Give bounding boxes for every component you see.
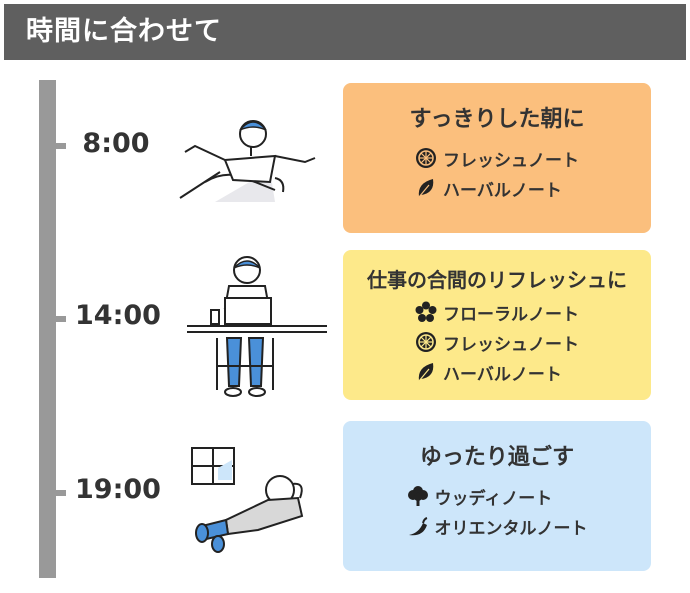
- timeline-bar: [39, 80, 56, 578]
- timeline-tick-midday: [56, 316, 66, 322]
- time-label-midday: 14:00: [75, 300, 161, 331]
- citrus-icon: [415, 147, 437, 169]
- chili-icon: [407, 515, 429, 537]
- card-title-midday: 仕事の合間のリフレッシュに: [367, 268, 627, 292]
- card-title-evening: ゆったり過ごす: [419, 445, 575, 470]
- relaxing-person-illustration: [188, 440, 333, 555]
- note-item-herbal: ハーバルノート: [415, 173, 562, 203]
- note-list-morning: フレッシュノート ハーバルノート: [415, 143, 579, 203]
- note-label: ウッディノート: [434, 488, 553, 509]
- card-title-morning: すっきりした朝に: [409, 107, 585, 132]
- timeline-tick-morning: [56, 143, 66, 149]
- citrus-icon: [415, 331, 437, 353]
- morning-card: すっきりした朝に フレッシュノート ハーバルノート: [343, 83, 651, 233]
- leaf-icon: [415, 177, 437, 199]
- note-label: フレッシュノート: [443, 334, 579, 355]
- page-title: 時間に合わせて: [26, 16, 222, 47]
- midday-card: 仕事の合間のリフレッシュに フローラルノート フレッシュノート ハーバルノート: [343, 250, 651, 400]
- time-label-morning: 8:00: [82, 128, 150, 159]
- note-label: ハーバルノート: [443, 180, 562, 201]
- note-label: オリエンタルノート: [434, 518, 588, 539]
- tree-icon: [407, 485, 429, 507]
- note-item-oriental: オリエンタルノート: [407, 511, 588, 541]
- note-item-woody: ウッディノート: [407, 481, 553, 511]
- flower-icon: [415, 301, 437, 323]
- note-list-midday: フローラルノート フレッシュノート ハーバルノート: [415, 297, 579, 387]
- evening-card: ゆったり過ごす ウッディノート オリエンタルノート: [343, 421, 651, 571]
- note-label: フレッシュノート: [443, 150, 579, 171]
- leaf-icon: [415, 361, 437, 383]
- page-header: 時間に合わせて: [4, 4, 686, 60]
- note-item-fresh: フレッシュノート: [415, 143, 579, 173]
- note-list-evening: ウッディノート オリエンタルノート: [407, 481, 588, 541]
- working-person-illustration: [183, 254, 333, 400]
- note-item-herbal: ハーバルノート: [415, 357, 562, 387]
- stretching-person-illustration: [175, 110, 325, 210]
- note-label: フローラルノート: [443, 304, 579, 325]
- timeline-tick-evening: [56, 490, 66, 496]
- time-label-evening: 19:00: [75, 474, 161, 505]
- note-item-fresh: フレッシュノート: [415, 327, 579, 357]
- note-label: ハーバルノート: [443, 364, 562, 385]
- note-item-floral: フローラルノート: [415, 297, 579, 327]
